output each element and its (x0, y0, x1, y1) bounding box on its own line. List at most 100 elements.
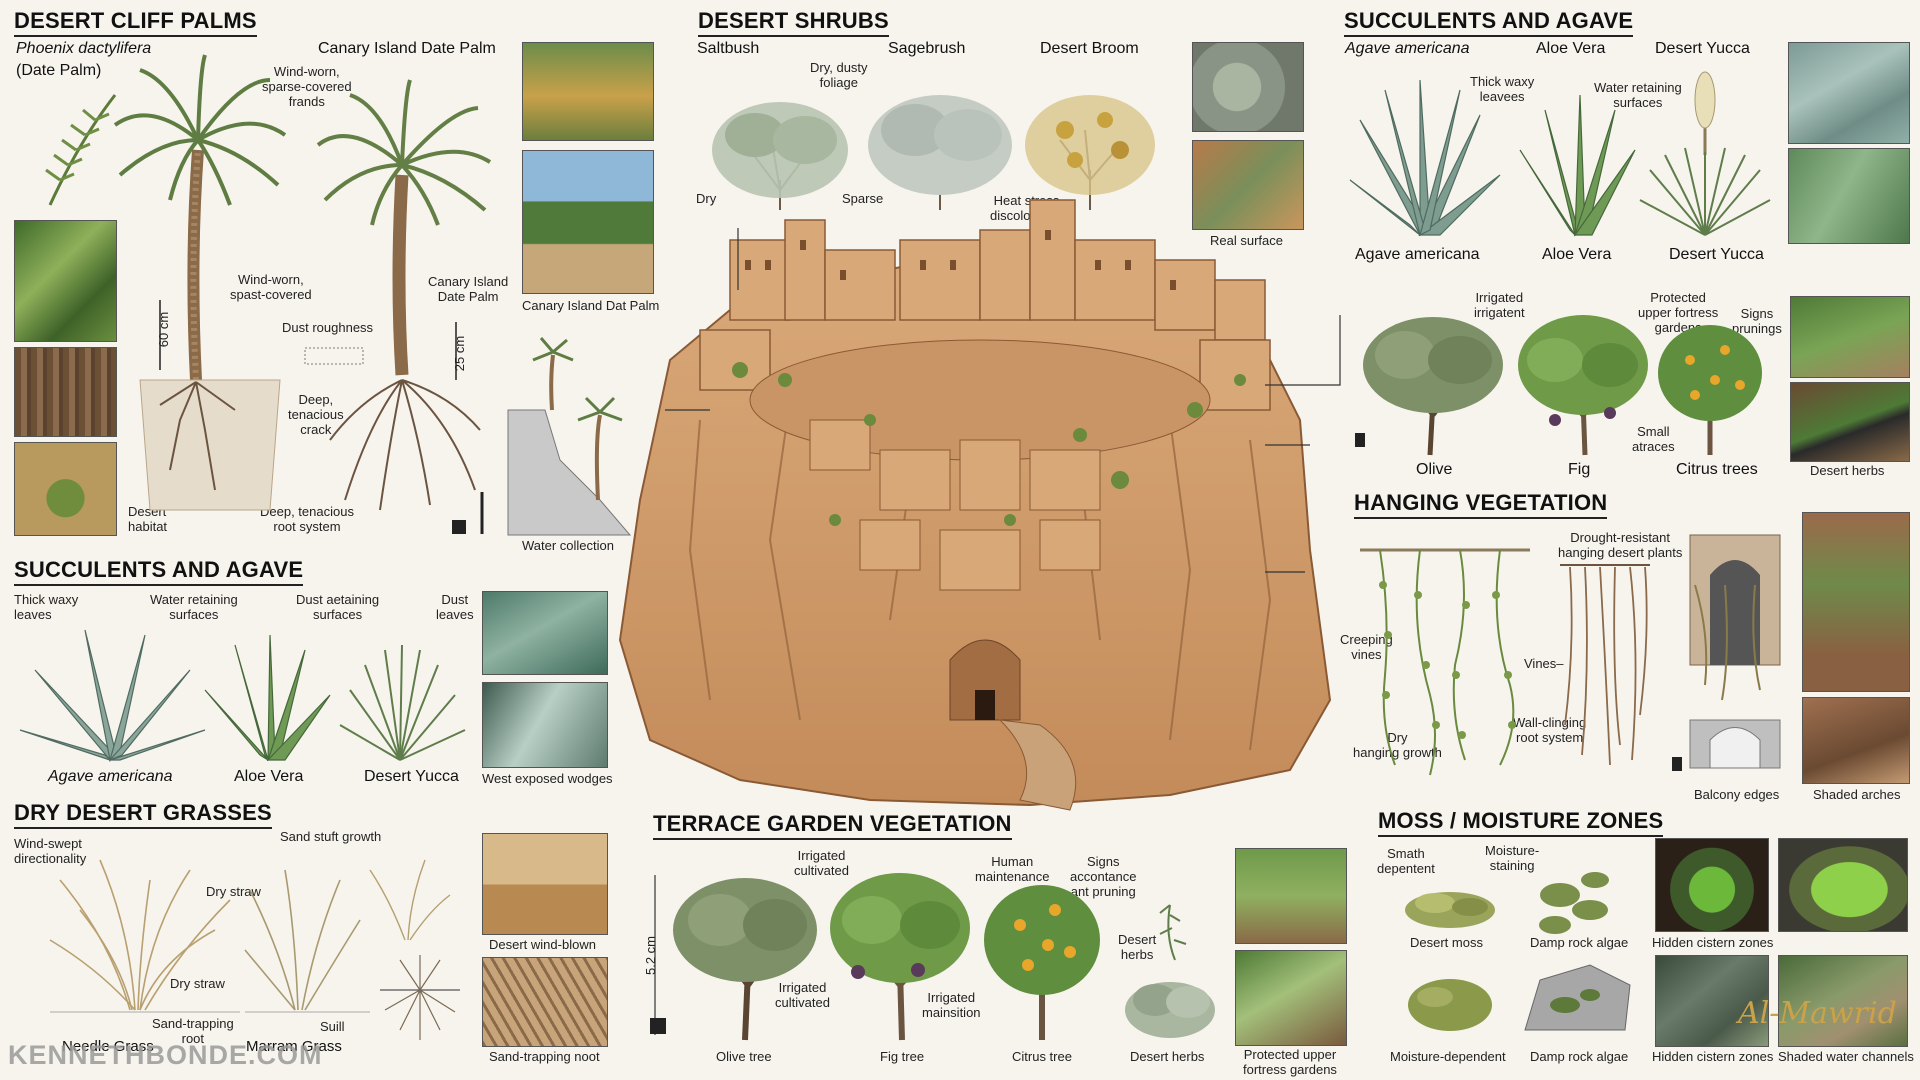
tree-right-name-olive: Olive (1416, 461, 1453, 478)
terrace-illustrations (650, 873, 1215, 1041)
label-desert-herbs-terrace: Desert herbs (1118, 932, 1157, 962)
olive-tree-icon (1363, 317, 1503, 456)
damp-rock-algae-2-icon (1524, 964, 1631, 1031)
succulent-left-illustrations (19, 629, 466, 762)
caption-hidden-cistern-1: Hidden cistern zones (1652, 935, 1774, 950)
photo-water-channels (1778, 955, 1908, 1047)
section-title-dry-desert-grasses: DRY DESERT GRASSES (14, 800, 272, 829)
fig-tree-icon (1518, 315, 1648, 456)
label-thick-waxy-left: Thick waxy leaves (14, 592, 79, 622)
succulent-right-name-agave: Agave americana (1355, 246, 1480, 263)
label-dry-hanging: Dry hanging growth (1353, 730, 1442, 760)
label-drought-resistant: Drought-resistant hanging desert plants (1558, 530, 1683, 560)
caption-west-exposed: West exposed wodges (482, 771, 613, 786)
label-water-retaining-left: Water retaining surfaces (150, 592, 238, 622)
photo-cistern-moss (1655, 838, 1769, 932)
caption-shaded-water-channels: Shaded water channels (1778, 1049, 1914, 1064)
photo-bright-moss (1778, 838, 1908, 932)
canary-palm-title: Canary Island Date Palm (318, 40, 496, 57)
terrace-name-herbs: Desert herbs (1130, 1049, 1205, 1064)
succulent-left-name-agave: Agave americana (48, 768, 173, 785)
caption-shaded-arches: Shaded arches (1813, 787, 1901, 802)
photo-agave-left (482, 591, 608, 675)
wall-arch-icon (1689, 534, 1781, 701)
section-title-hanging-vegetation: HANGING VEGETATION (1354, 490, 1608, 519)
section-title-succulents-left: SUCCULENTS AND AGAVE (14, 557, 304, 586)
terrace-name-olive: Olive tree (716, 1049, 772, 1064)
photo-saltbush-leaves (1192, 42, 1304, 132)
caption-protected-gardens: Protected upper fortress gardens (1243, 1047, 1337, 1077)
section-title-moss-moisture: MOSS / MOISTURE ZONES (1378, 808, 1664, 837)
label-water-retaining-right: Water retaining surfaces (1594, 80, 1682, 110)
label-dry-straw-1: Dry straw (206, 884, 261, 899)
caption-desert-herbs-right: Desert herbs (1810, 463, 1885, 478)
wall-roots-icon (1560, 564, 1650, 766)
photo-palm-shrub (14, 442, 117, 536)
agave-icon (1349, 79, 1501, 237)
yucca-left-icon (339, 644, 466, 761)
photo-cistern-water (1655, 955, 1769, 1047)
photo-agave-close (1788, 42, 1910, 144)
moss-name-desert: Desert moss (1410, 935, 1483, 950)
section-title-desert-shrubs: DESERT SHRUBS (698, 8, 889, 37)
terrace-name-citrus: Citrus tree (1012, 1049, 1072, 1064)
photo-irrigation (1790, 382, 1910, 462)
succulent-right-aloe: Aloe Vera (1536, 40, 1606, 57)
label-protected-upper: Protected upper fortress gardens (1638, 290, 1719, 335)
terrace-herbs-icon (1125, 904, 1215, 1038)
moss-name-damp-rock-2: Damp rock algae (1530, 1049, 1629, 1064)
photo-canary-palm (522, 150, 654, 294)
aloe-icon (1519, 94, 1636, 237)
succulent-left-name-yucca: Desert Yucca (364, 768, 459, 785)
photo-succulent-wedge (482, 682, 608, 768)
caption-real-surface: Real surface (1210, 233, 1283, 248)
label-wall-clinging: Wall-clinging root system (1513, 715, 1587, 745)
grass-name-marram: Marram Grass (246, 1038, 342, 1055)
photo-palm-leaf (14, 220, 117, 342)
caption-canary-photo: Canary Island Dat Palm (522, 298, 660, 313)
label-sand-trapping: Sand-trapping root (152, 1016, 234, 1046)
photo-pruning (1235, 950, 1347, 1046)
succulent-right-yucca: Desert Yucca (1655, 40, 1750, 57)
succulent-right-name-aloe: Aloe Vera (1542, 246, 1612, 263)
label-irrigated-right: Irrigated irrigatent (1474, 290, 1525, 320)
label-irrigated-top: Irrigated cultivated (794, 848, 849, 878)
yucca-icon (1639, 71, 1771, 236)
label-dust-roughness: Dust roughness (282, 320, 374, 335)
label-deep-crack: Deep, tenacious crack (288, 392, 344, 437)
caption-hidden-cistern-2: Hidden cistern zones (1652, 1049, 1774, 1064)
needle-grass-icon (49, 859, 231, 1011)
section-title-desert-cliff-palms: DESERT CLIFF PALMS (14, 8, 257, 37)
moss-illustrations (1405, 872, 1631, 1031)
label-wind-worn-mid: Wind-worn, spast-covered (230, 272, 312, 302)
marram-grass-icon (244, 869, 361, 1011)
cliff-fortress-illustration (618, 199, 1332, 811)
grass-name-needle: Needle Grass (62, 1038, 154, 1055)
label-human-maintenance: Human maintenance (975, 854, 1050, 884)
palm-species-name: Phoenix dactylifera (16, 40, 152, 57)
label-sand-stuff: Sand stuft growth (280, 829, 382, 844)
tuft-grass-icon (369, 859, 451, 941)
succulent-right-illustrations (1349, 71, 1771, 237)
photo-real-surface (1192, 140, 1304, 230)
damp-rock-algae-icon (1539, 872, 1609, 934)
label-irrigated-mainsition: Irrigated mainsition (922, 990, 981, 1020)
photo-terrace-trees (1235, 848, 1347, 944)
label-dry-straw-2: Dry straw (170, 976, 225, 991)
label-moisture-staining: Moisture- staining (1485, 843, 1540, 873)
label-dust-retaining: Dust aetaining surfaces (296, 592, 380, 622)
saltbush-icon (712, 102, 848, 210)
desert-broom-icon (1025, 95, 1155, 210)
succulent-right-name-yucca: Desert Yucca (1669, 246, 1764, 263)
photo-date-palm-fruit (522, 42, 654, 141)
photo-palm-bark (14, 347, 117, 437)
shrub-name-saltbush: Saltbush (697, 40, 760, 57)
watermark-text: KENNETHBONDE.COM (8, 1040, 323, 1070)
terrace-olive-icon (673, 878, 817, 1041)
desert-moss-icon (1405, 892, 1495, 928)
aloe-left-icon (204, 634, 331, 762)
bucket-icon (452, 520, 466, 534)
label-signs-pruning: Signs accontance ant pruning (1070, 854, 1137, 899)
canary-palm-icon (316, 79, 492, 511)
